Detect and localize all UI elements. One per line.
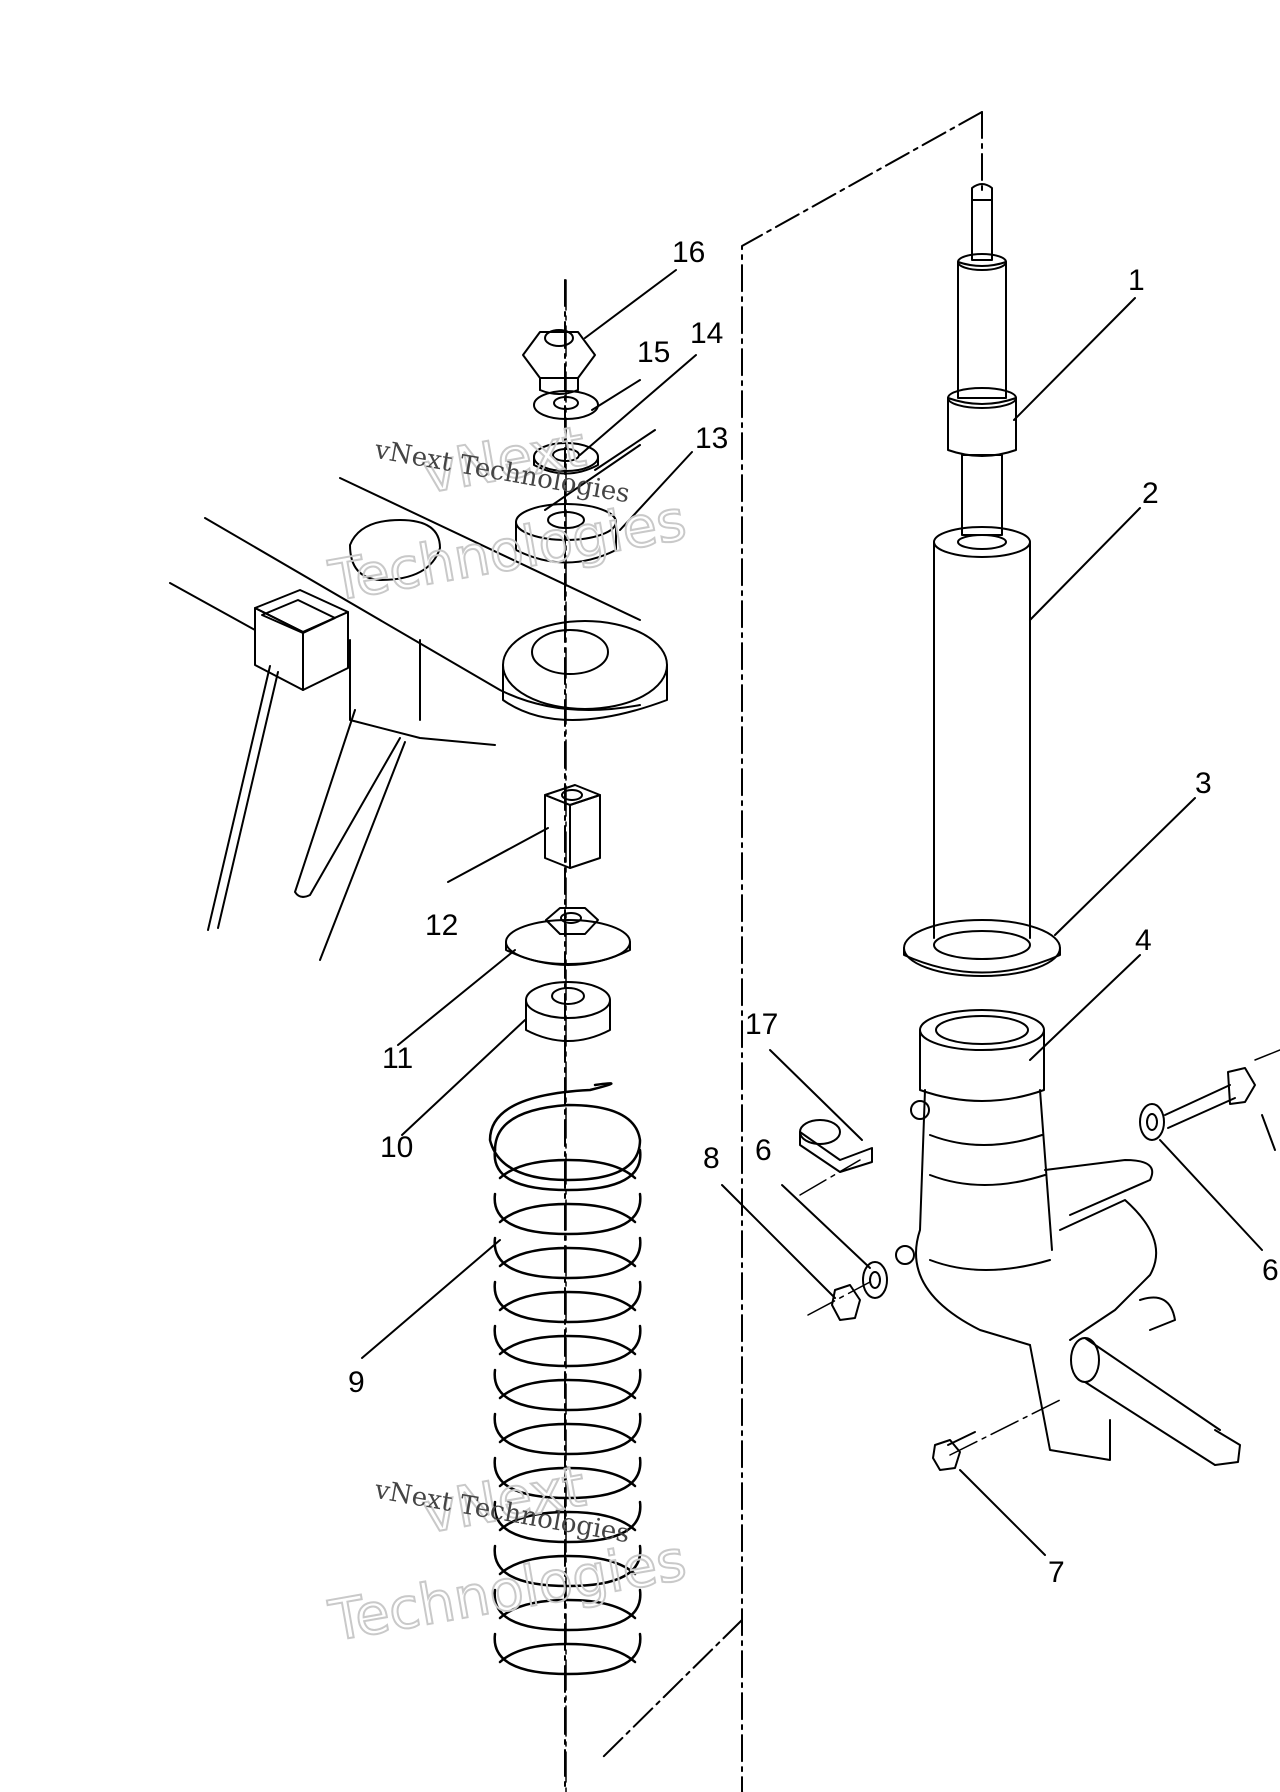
spring-coil-turn (493, 1368, 642, 1412)
spring-coil-turn (493, 1588, 642, 1632)
spring-coil-back (498, 1422, 637, 1444)
watermark-top: vNext Technologies (323, 413, 692, 615)
spring-coil-turn (493, 1280, 642, 1324)
spring-coil-back (498, 1202, 637, 1224)
spring-coil-back (498, 1554, 637, 1576)
knuckle-4 (895, 1009, 1241, 1466)
centerlines (565, 279, 1280, 1792)
callout-17: 17 (745, 1008, 778, 1041)
spacer-12 (544, 784, 601, 869)
spring-coil-back (498, 1510, 637, 1532)
retainer-11 (505, 907, 631, 966)
watermark-bottom: vNext Technologies (323, 1453, 692, 1655)
spring-coil-back (498, 1466, 637, 1488)
spring-coil-back (498, 1378, 637, 1400)
spring-coil-turn (493, 1148, 642, 1192)
spring-coil-turn (493, 1192, 642, 1236)
spring-coil-back (498, 1334, 637, 1356)
callout-labels: 1 2 3 4 6 7 8 6 17 9 10 11 12 13 14 15 1… (348, 236, 1279, 1589)
spring-coil-turn (493, 1236, 642, 1280)
callout-8: 8 (703, 1142, 720, 1175)
watermark-bottom-line2: Technologies (324, 1528, 691, 1655)
nut-16 (522, 329, 596, 395)
washer-6a (862, 1261, 888, 1299)
spring-coil-back (498, 1642, 637, 1664)
callout-4: 4 (1135, 924, 1152, 957)
callout-14: 14 (690, 317, 723, 350)
spring-coil-back (498, 1598, 637, 1620)
watermark-top-line2: Technologies (324, 488, 691, 615)
spring-coil-turn (493, 1544, 642, 1588)
spring-coil-turn (493, 1412, 642, 1456)
seat-3 (903, 919, 1061, 977)
frame-arm (169, 429, 668, 961)
strut-rod-1 (947, 183, 1017, 536)
bolt-7 (932, 1431, 976, 1471)
spring-coil-back (498, 1290, 637, 1312)
strut-body-2 (933, 526, 1031, 939)
callout-16: 16 (672, 236, 705, 269)
spring-coils (493, 1148, 642, 1676)
spring-coil-turn (493, 1632, 642, 1676)
callout-6b: 6 (1262, 1254, 1279, 1287)
callout-1: 1 (1128, 264, 1145, 297)
callout-11: 11 (382, 1042, 413, 1075)
spring-coil-turn (493, 1456, 642, 1500)
callout-2: 2 (1142, 477, 1159, 510)
leader-lines (361, 269, 1276, 1556)
callout-3: 3 (1195, 767, 1212, 800)
nut-8 (831, 1284, 861, 1321)
callout-10: 10 (380, 1131, 413, 1164)
spring-coil-back (498, 1158, 637, 1180)
spring-coil-turn (493, 1500, 642, 1544)
callout-12: 12 (425, 909, 458, 942)
callout-7: 7 (1048, 1556, 1065, 1589)
spring-coil-turn (493, 1324, 642, 1368)
spring-coil-back (498, 1246, 637, 1268)
callout-13: 13 (695, 422, 728, 455)
callout-9: 9 (348, 1366, 365, 1399)
bumper-10 (525, 981, 611, 1042)
bolt-6b (1139, 1067, 1256, 1141)
assembly-boundary-line (564, 111, 983, 1792)
callout-6a: 6 (755, 1134, 772, 1167)
clip-17 (799, 1119, 873, 1173)
callout-15: 15 (637, 336, 670, 369)
